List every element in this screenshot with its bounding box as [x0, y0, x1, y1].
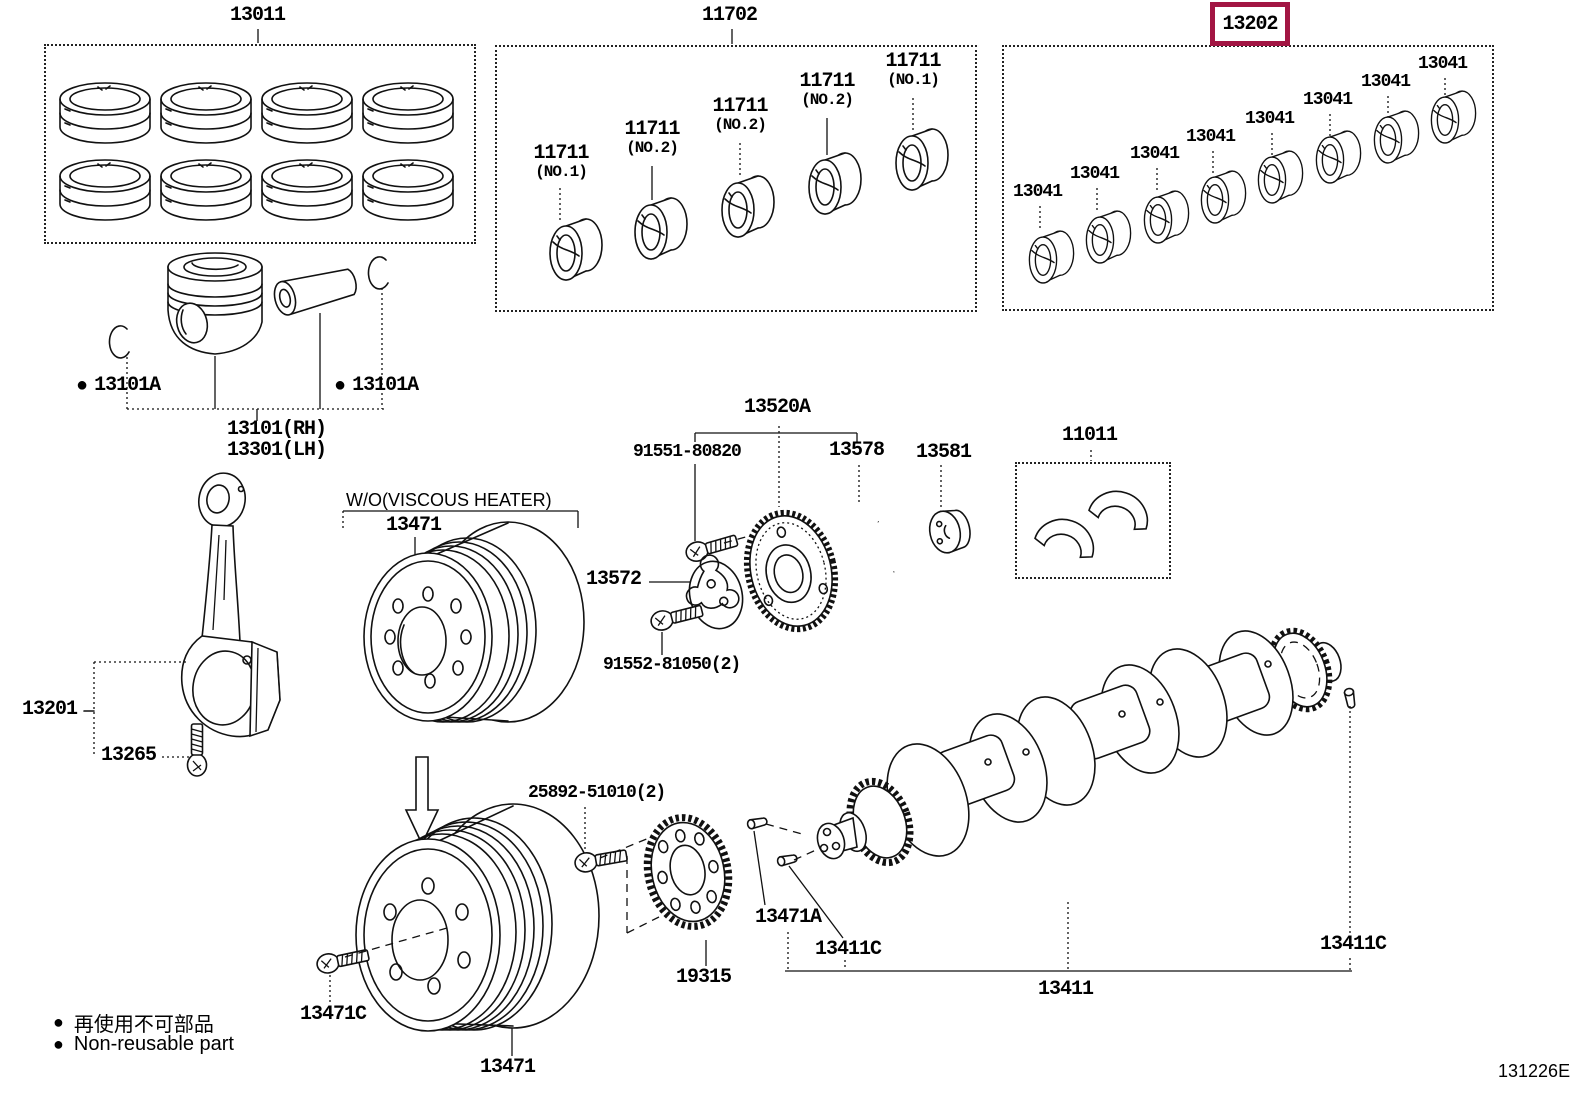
variant-note: W/O(VISCOUS HEATER)	[346, 490, 552, 510]
callout-13581[interactable]: 13581	[916, 441, 972, 464]
callout-13041-6[interactable]: 13041	[1303, 90, 1353, 110]
callout-13041-1[interactable]: 13041	[1013, 182, 1063, 202]
crankshaft-pulley-upper-drawing	[342, 510, 585, 723]
callout-13471c[interactable]: 13471C	[300, 1003, 367, 1026]
callout-13578[interactable]: 13578	[829, 439, 885, 462]
group-box-thrust-washers	[1015, 462, 1171, 579]
callout-91551-80820[interactable]: 91551-80820	[633, 442, 742, 462]
callout-91552-81050[interactable]: 91552-81050(2)	[603, 655, 741, 675]
callout-25892-51010[interactable]: 25892-51010(2)	[528, 783, 666, 803]
crankshaft-drawing	[745, 627, 1357, 972]
callout-13301lh[interactable]: 13301(LH)	[227, 439, 327, 462]
connecting-rod-drawing	[83, 472, 281, 777]
callout-13520a[interactable]: 13520A	[744, 396, 811, 419]
group-box-rod-bearings	[1002, 45, 1494, 311]
callout-11711-no2-a[interactable]: 11711 (NO.2)	[624, 118, 680, 157]
callout-13041-2[interactable]: 13041	[1070, 164, 1120, 184]
diagram-code: 131226E	[1498, 1061, 1571, 1081]
callout-13201[interactable]: 13201	[22, 698, 78, 721]
callout-13041-3[interactable]: 13041	[1130, 144, 1180, 164]
piston-ring-sets-drawing	[59, 29, 454, 221]
group-box-ring-set	[44, 44, 476, 244]
callout-13101a-right[interactable]: ● 13101A	[334, 374, 419, 397]
callout-13041-5[interactable]: 13041	[1245, 109, 1295, 129]
callout-13265[interactable]: 13265	[101, 744, 157, 767]
non-reusable-dot-icon: ●	[334, 374, 347, 396]
callout-13471-lower[interactable]: 13471	[480, 1056, 536, 1079]
callout-13101a-left[interactable]: ● 13101A	[76, 374, 161, 397]
callout-11711-no1-b[interactable]: 11711 (NO.1)	[885, 50, 941, 89]
callout-13011[interactable]: 13011	[230, 4, 286, 27]
callout-13041-7[interactable]: 13041	[1361, 72, 1411, 92]
callout-13041-8[interactable]: 13041	[1418, 54, 1468, 74]
callout-13471-upper[interactable]: 13471	[386, 514, 442, 537]
non-reusable-dot-icon: ●	[53, 1012, 64, 1032]
legend-non-reusable-en: ● Non-reusable part	[53, 1033, 234, 1056]
callout-13411c-front[interactable]: 13411C	[815, 938, 882, 961]
non-reusable-dot-icon: ●	[76, 374, 89, 396]
callout-13572[interactable]: 13572	[586, 568, 642, 591]
thrust-washer-drawing	[1032, 450, 1156, 562]
callout-19315[interactable]: 19315	[676, 966, 732, 989]
callout-13041-4[interactable]: 13041	[1186, 127, 1236, 147]
timing-gear-drawing	[648, 426, 971, 655]
callout-13471a[interactable]: 13471A	[755, 906, 822, 929]
non-reusable-dot-icon: ●	[53, 1034, 64, 1054]
callout-11711-no2-c[interactable]: 11711 (NO.2)	[799, 70, 855, 109]
piston-assembly-drawing	[108, 252, 389, 421]
sensor-rotor-drawing	[572, 807, 733, 966]
down-arrow	[404, 756, 440, 846]
legend-jp-text: 再使用不可部品	[73, 1014, 214, 1036]
crankshaft-pulley-lower-drawing	[314, 803, 600, 1056]
callout-13202-selected[interactable]: 13202	[1210, 2, 1290, 46]
callout-13411[interactable]: 13411	[1038, 978, 1094, 1001]
callout-11711-no2-b[interactable]: 11711 (NO.2)	[712, 95, 768, 134]
callout-13101rh[interactable]: 13101(RH)	[227, 418, 327, 441]
callout-13411c-rear[interactable]: 13411C	[1320, 933, 1387, 956]
legend-non-reusable-jp: ● 再使用不可部品	[53, 1008, 214, 1037]
main-bearing-drawing	[549, 29, 949, 281]
group-box-main-bearings	[495, 45, 977, 312]
callout-11011[interactable]: 11011	[1062, 424, 1118, 447]
legend-en-text: Non-reusable part	[73, 1033, 234, 1055]
callout-11702[interactable]: 11702	[702, 4, 758, 27]
callout-11711-no1-a[interactable]: 11711 (NO.1)	[533, 142, 589, 181]
